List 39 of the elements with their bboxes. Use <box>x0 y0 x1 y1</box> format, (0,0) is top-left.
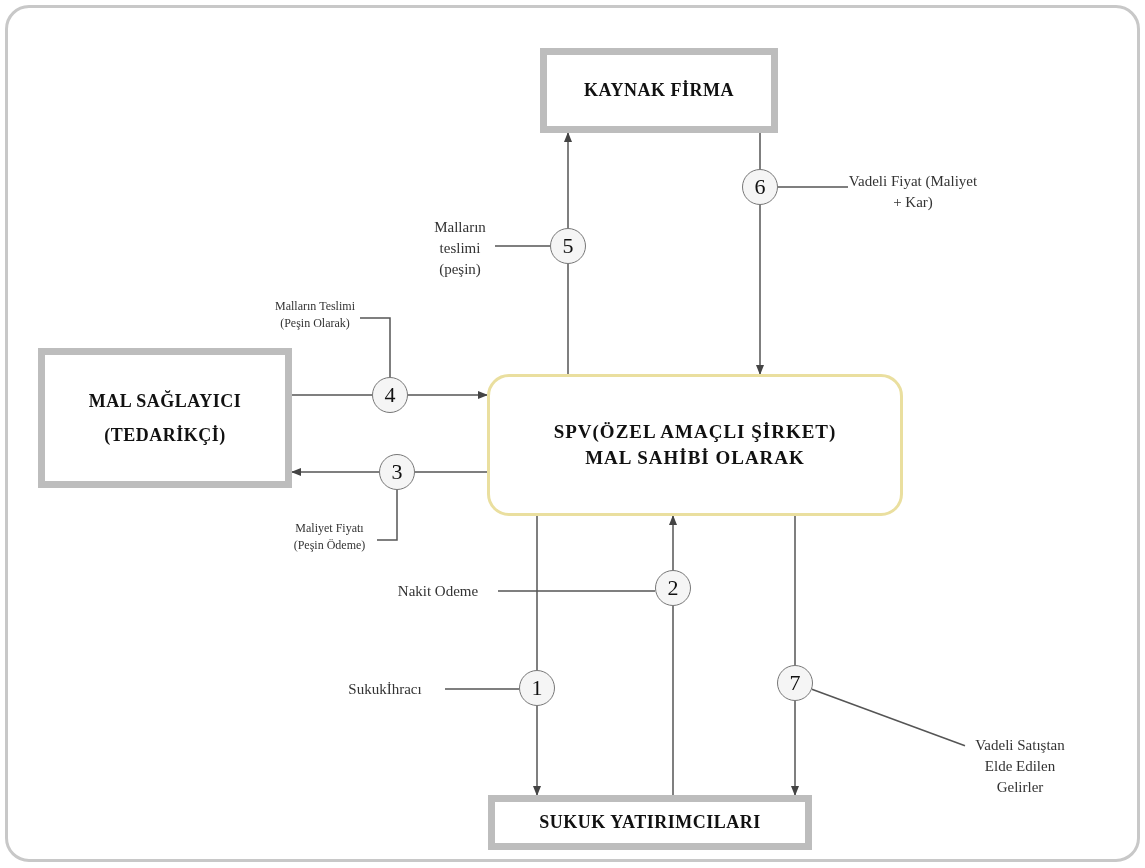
connector-line <box>414 471 488 473</box>
arrow <box>791 700 799 796</box>
leader-line <box>359 317 391 378</box>
connector-line <box>759 132 761 170</box>
leader-line <box>494 245 551 247</box>
leader-line <box>497 590 656 592</box>
step-number-circle: 7 <box>777 665 813 701</box>
annotation-text: Vadeli Fiyat (Maliyet + Kar) <box>848 168 978 216</box>
arrow <box>669 515 677 571</box>
annotation-text: Nakit Odeme <box>378 578 498 604</box>
step-number-circle: 6 <box>742 169 778 205</box>
connector-line <box>672 605 674 796</box>
annotation-text: Maliyet Fiyatı (Peşin Ödeme) <box>282 515 377 559</box>
leader-line <box>777 186 849 188</box>
step-number-circle: 3 <box>379 454 415 490</box>
annotation-text: Sukukİhracı <box>325 676 445 702</box>
entity-box: MAL SAĞLAYICI (TEDARİKÇİ) <box>38 348 292 488</box>
arrow <box>407 391 488 399</box>
connector-line <box>794 515 796 666</box>
annotation-text: Malların Teslimi (Peşin Olarak) <box>270 288 360 342</box>
entity-box: KAYNAK FİRMA <box>540 48 778 133</box>
step-number-circle: 5 <box>550 228 586 264</box>
company-box: SPV(ÖZEL AMAÇLI ŞİRKET) MAL SAHİBİ OLARAK <box>487 374 903 516</box>
step-number-circle: 2 <box>655 570 691 606</box>
arrow <box>533 705 541 796</box>
annotation-text: Vadeli Satıştan Elde Edilen Gelirler <box>965 728 1075 804</box>
annotation-text: Malların teslimi (peşin) <box>425 208 495 288</box>
leader-line <box>376 489 398 541</box>
leader-line <box>811 688 966 747</box>
leader-line <box>444 688 520 690</box>
connector-line <box>536 515 538 671</box>
entity-box: SUKUK YATIRIMCILARI <box>488 795 812 850</box>
arrow <box>756 204 764 375</box>
arrow <box>564 132 572 229</box>
connector-line <box>291 394 373 396</box>
arrow <box>291 468 380 476</box>
step-number-circle: 1 <box>519 670 555 706</box>
step-number-circle: 4 <box>372 377 408 413</box>
connector-line <box>567 263 569 375</box>
